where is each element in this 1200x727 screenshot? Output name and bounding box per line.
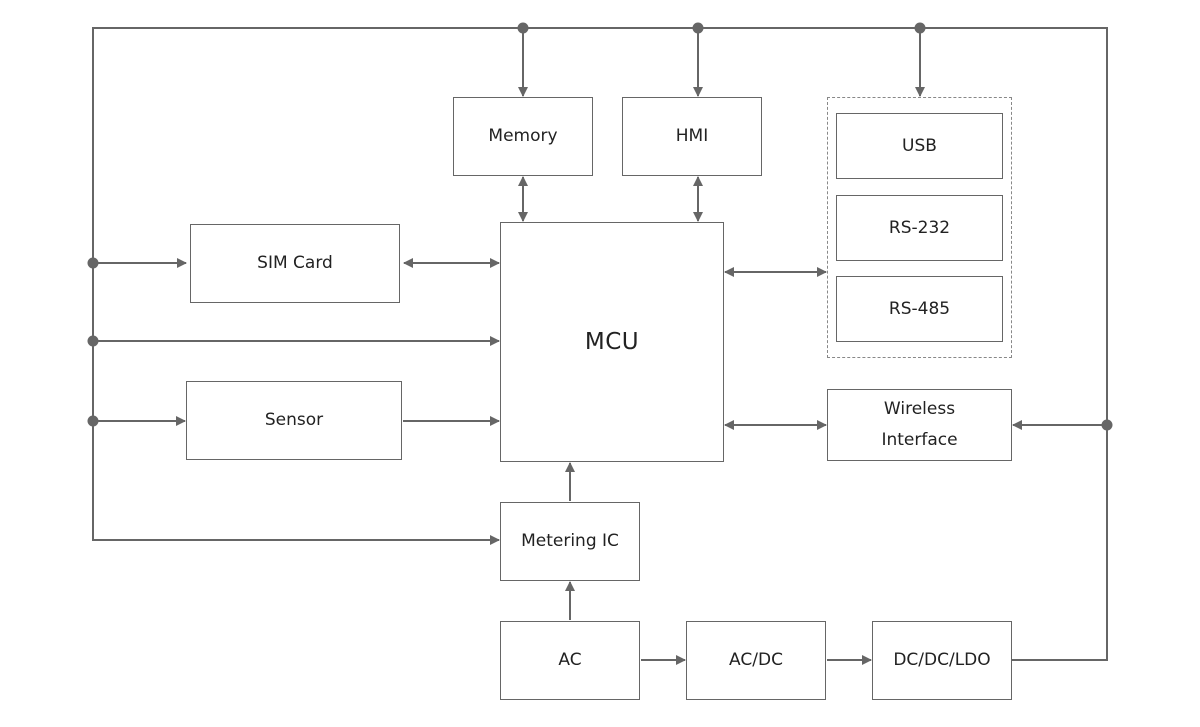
junction-dot [87, 335, 99, 347]
sim-card-block: SIM Card [190, 224, 400, 303]
interfaces-group [827, 97, 1012, 358]
sensor-block: Sensor [186, 381, 402, 460]
ac-dc-block: AC/DC [686, 621, 826, 700]
hmi-label: HMI [675, 126, 709, 146]
junction-dot [1101, 419, 1113, 431]
hmi-block: HMI [622, 97, 762, 176]
wireless-interface-block: Wireless Interface [827, 389, 1012, 461]
rs232-block: RS-232 [836, 195, 1003, 261]
sensor-label: Sensor [264, 410, 324, 430]
dc-dc-ldo-block: DC/DC/LDO [872, 621, 1012, 700]
mcu-block: MCU [500, 222, 724, 462]
rs485-label: RS-485 [888, 298, 951, 319]
ac-block: AC [500, 621, 640, 700]
mcu-label: MCU [584, 328, 640, 355]
junction-dot [692, 22, 704, 34]
rs485-block: RS-485 [836, 276, 1003, 342]
junction-dot [517, 22, 529, 34]
usb-label: USB [902, 135, 937, 156]
dc-dc-ldo-label: DC/DC/LDO [893, 650, 991, 670]
junction-dot [87, 415, 99, 427]
power-rail [92, 27, 1108, 661]
usb-block: USB [836, 113, 1003, 179]
memory-block: Memory [453, 97, 593, 176]
sim-card-label: SIM Card [257, 253, 333, 273]
metering-ic-block: Metering IC [500, 502, 640, 581]
junction-dot [914, 22, 926, 34]
rs232-label: RS-232 [888, 217, 951, 238]
memory-label: Memory [488, 126, 558, 146]
ac-label: AC [558, 650, 582, 670]
wireless-interface-label: Wireless Interface [881, 399, 958, 450]
junction-dot [87, 257, 99, 269]
metering-ic-label: Metering IC [521, 531, 619, 551]
ac-dc-label: AC/DC [729, 650, 783, 670]
